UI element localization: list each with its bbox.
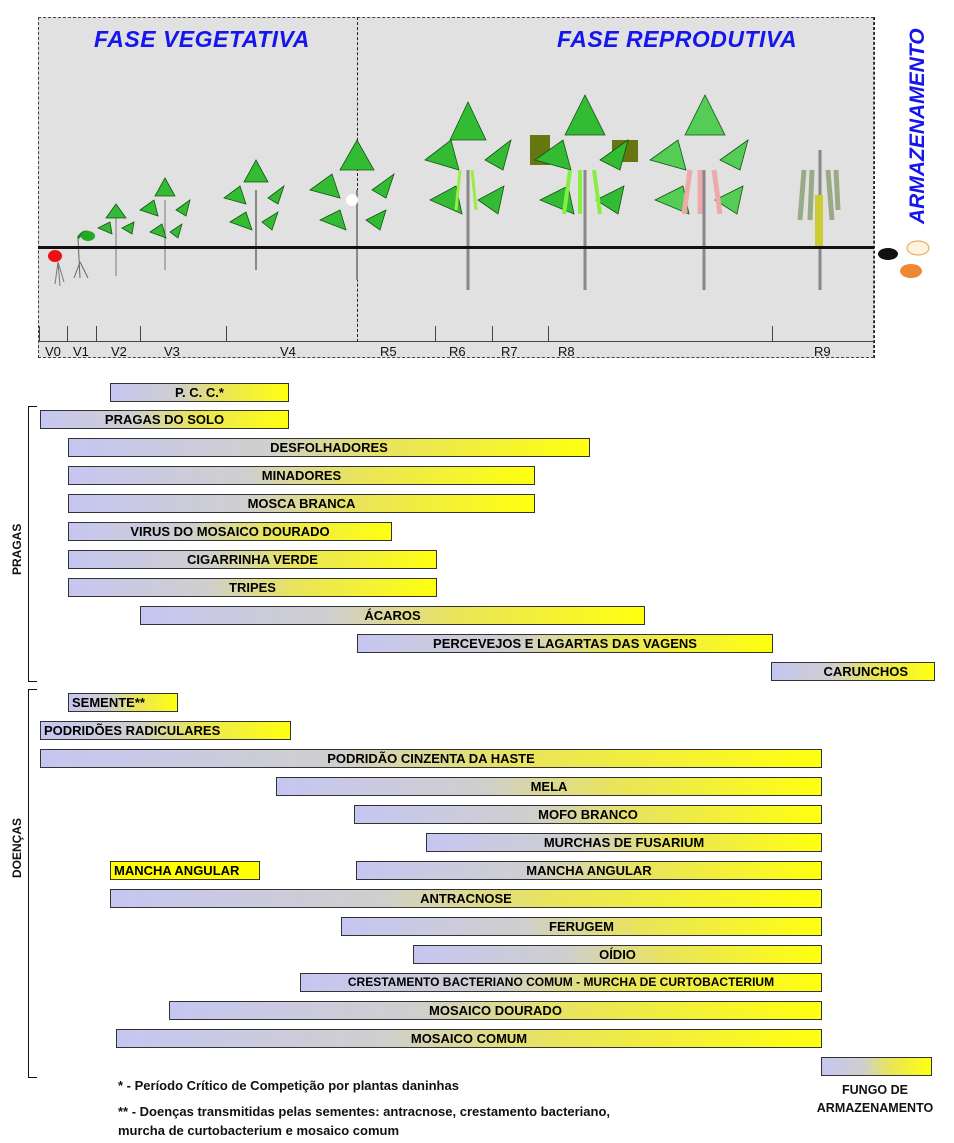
stage-tick <box>96 326 97 342</box>
plant-illustrations <box>48 94 930 290</box>
storage-fungus-label: FUNGO DE ARMAZENAMENTO <box>816 1083 934 1115</box>
stage-label: V0 <box>45 344 61 359</box>
disease-bar: PODRIDÃO CINZENTA DA HASTE <box>40 749 822 768</box>
pest-bar: VIRUS DO MOSAICO DOURADO <box>68 522 392 541</box>
pest-bar: PRAGAS DO SOLO <box>40 410 289 429</box>
storage-divider <box>874 17 875 358</box>
disease-bar: MELA <box>276 777 822 796</box>
plant-r8-mature <box>649 94 749 290</box>
footnote-pcc: * - Período Crítico de Competição por pl… <box>118 1078 459 1093</box>
stage-axis <box>38 341 874 342</box>
stage-tick <box>39 326 40 342</box>
plant-r6 <box>424 101 512 290</box>
plant-v3 <box>139 177 191 270</box>
stage-label: R9 <box>814 344 831 359</box>
plant-v4 <box>223 159 285 270</box>
stage-tick <box>772 326 773 342</box>
pests-bracket <box>28 406 37 682</box>
stage-label: R6 <box>449 344 466 359</box>
pest-bar: TRIPES <box>68 578 437 597</box>
disease-bar: CRESTAMENTO BACTERIANO COMUM - MURCHA DE… <box>300 973 822 992</box>
plant-v2 <box>97 203 135 276</box>
phase-divider <box>357 17 358 342</box>
plant-r5 <box>309 139 395 280</box>
disease-bar: ANTRACNOSE <box>110 889 822 908</box>
pest-bar: MINADORES <box>68 466 535 485</box>
footnote-seed-diseases: ** - Doenças transmitidas pelas sementes… <box>118 1104 611 1119</box>
disease-bar: MOSAICO DOURADO <box>169 1001 822 1020</box>
storage-seeds <box>878 240 930 278</box>
plant-r9 <box>797 150 841 290</box>
disease-bar: SEMENTE** <box>68 693 178 712</box>
pest-bar: CIGARRINHA VERDE <box>68 550 437 569</box>
plant-v1 <box>73 230 96 279</box>
stage-label: R5 <box>380 344 397 359</box>
disease-bar: PODRIDÕES RADICULARES <box>40 721 291 740</box>
stage-tick <box>67 326 68 342</box>
stage-label: V1 <box>73 344 89 359</box>
pcc-bar: P. C. C.* <box>110 383 289 402</box>
disease-bar: OÍDIO <box>413 945 822 964</box>
disease-bar: MOSAICO COMUM <box>116 1029 822 1048</box>
plant-r8 <box>530 94 638 290</box>
pest-bar: DESFOLHADORES <box>68 438 590 457</box>
stage-label: R8 <box>558 344 575 359</box>
ground-line <box>38 246 874 249</box>
stage-tick <box>492 326 493 342</box>
stage-label: V3 <box>164 344 180 359</box>
disease-bar: MURCHAS DE FUSARIUM <box>426 833 822 852</box>
stage-tick <box>140 326 141 342</box>
stage-tick <box>548 326 549 342</box>
pest-bar: CARUNCHOS <box>771 662 935 681</box>
stage-label: V2 <box>111 344 127 359</box>
stage-tick <box>226 326 227 342</box>
pest-bar: ÁCAROS <box>140 606 645 625</box>
disease-bar: MOFO BRANCO <box>354 805 822 824</box>
pest-bar: MOSCA BRANCA <box>68 494 535 513</box>
stage-tick <box>435 326 436 342</box>
disease-bar: MANCHA ANGULAR <box>356 861 822 880</box>
disease-bar: FERUGEM <box>341 917 822 936</box>
phase-vegetative-label: FASE VEGETATIVA <box>94 26 310 52</box>
footnote-seed-diseases-cont: murcha de curtobacterium e mosaico comum <box>118 1123 400 1138</box>
phase-reproductive-label: FASE REPRODUTIVA <box>557 26 798 52</box>
stage-label: V4 <box>280 344 296 359</box>
plant-v0 <box>48 250 65 287</box>
storage-fungus-bar <box>821 1057 932 1076</box>
disease-bar: MANCHA ANGULAR <box>110 861 260 880</box>
stage-label: R7 <box>501 344 518 359</box>
pest-bar: PERCEVEJOS E LAGARTAS DAS VAGENS <box>357 634 773 653</box>
diseases-bracket <box>28 689 37 1078</box>
